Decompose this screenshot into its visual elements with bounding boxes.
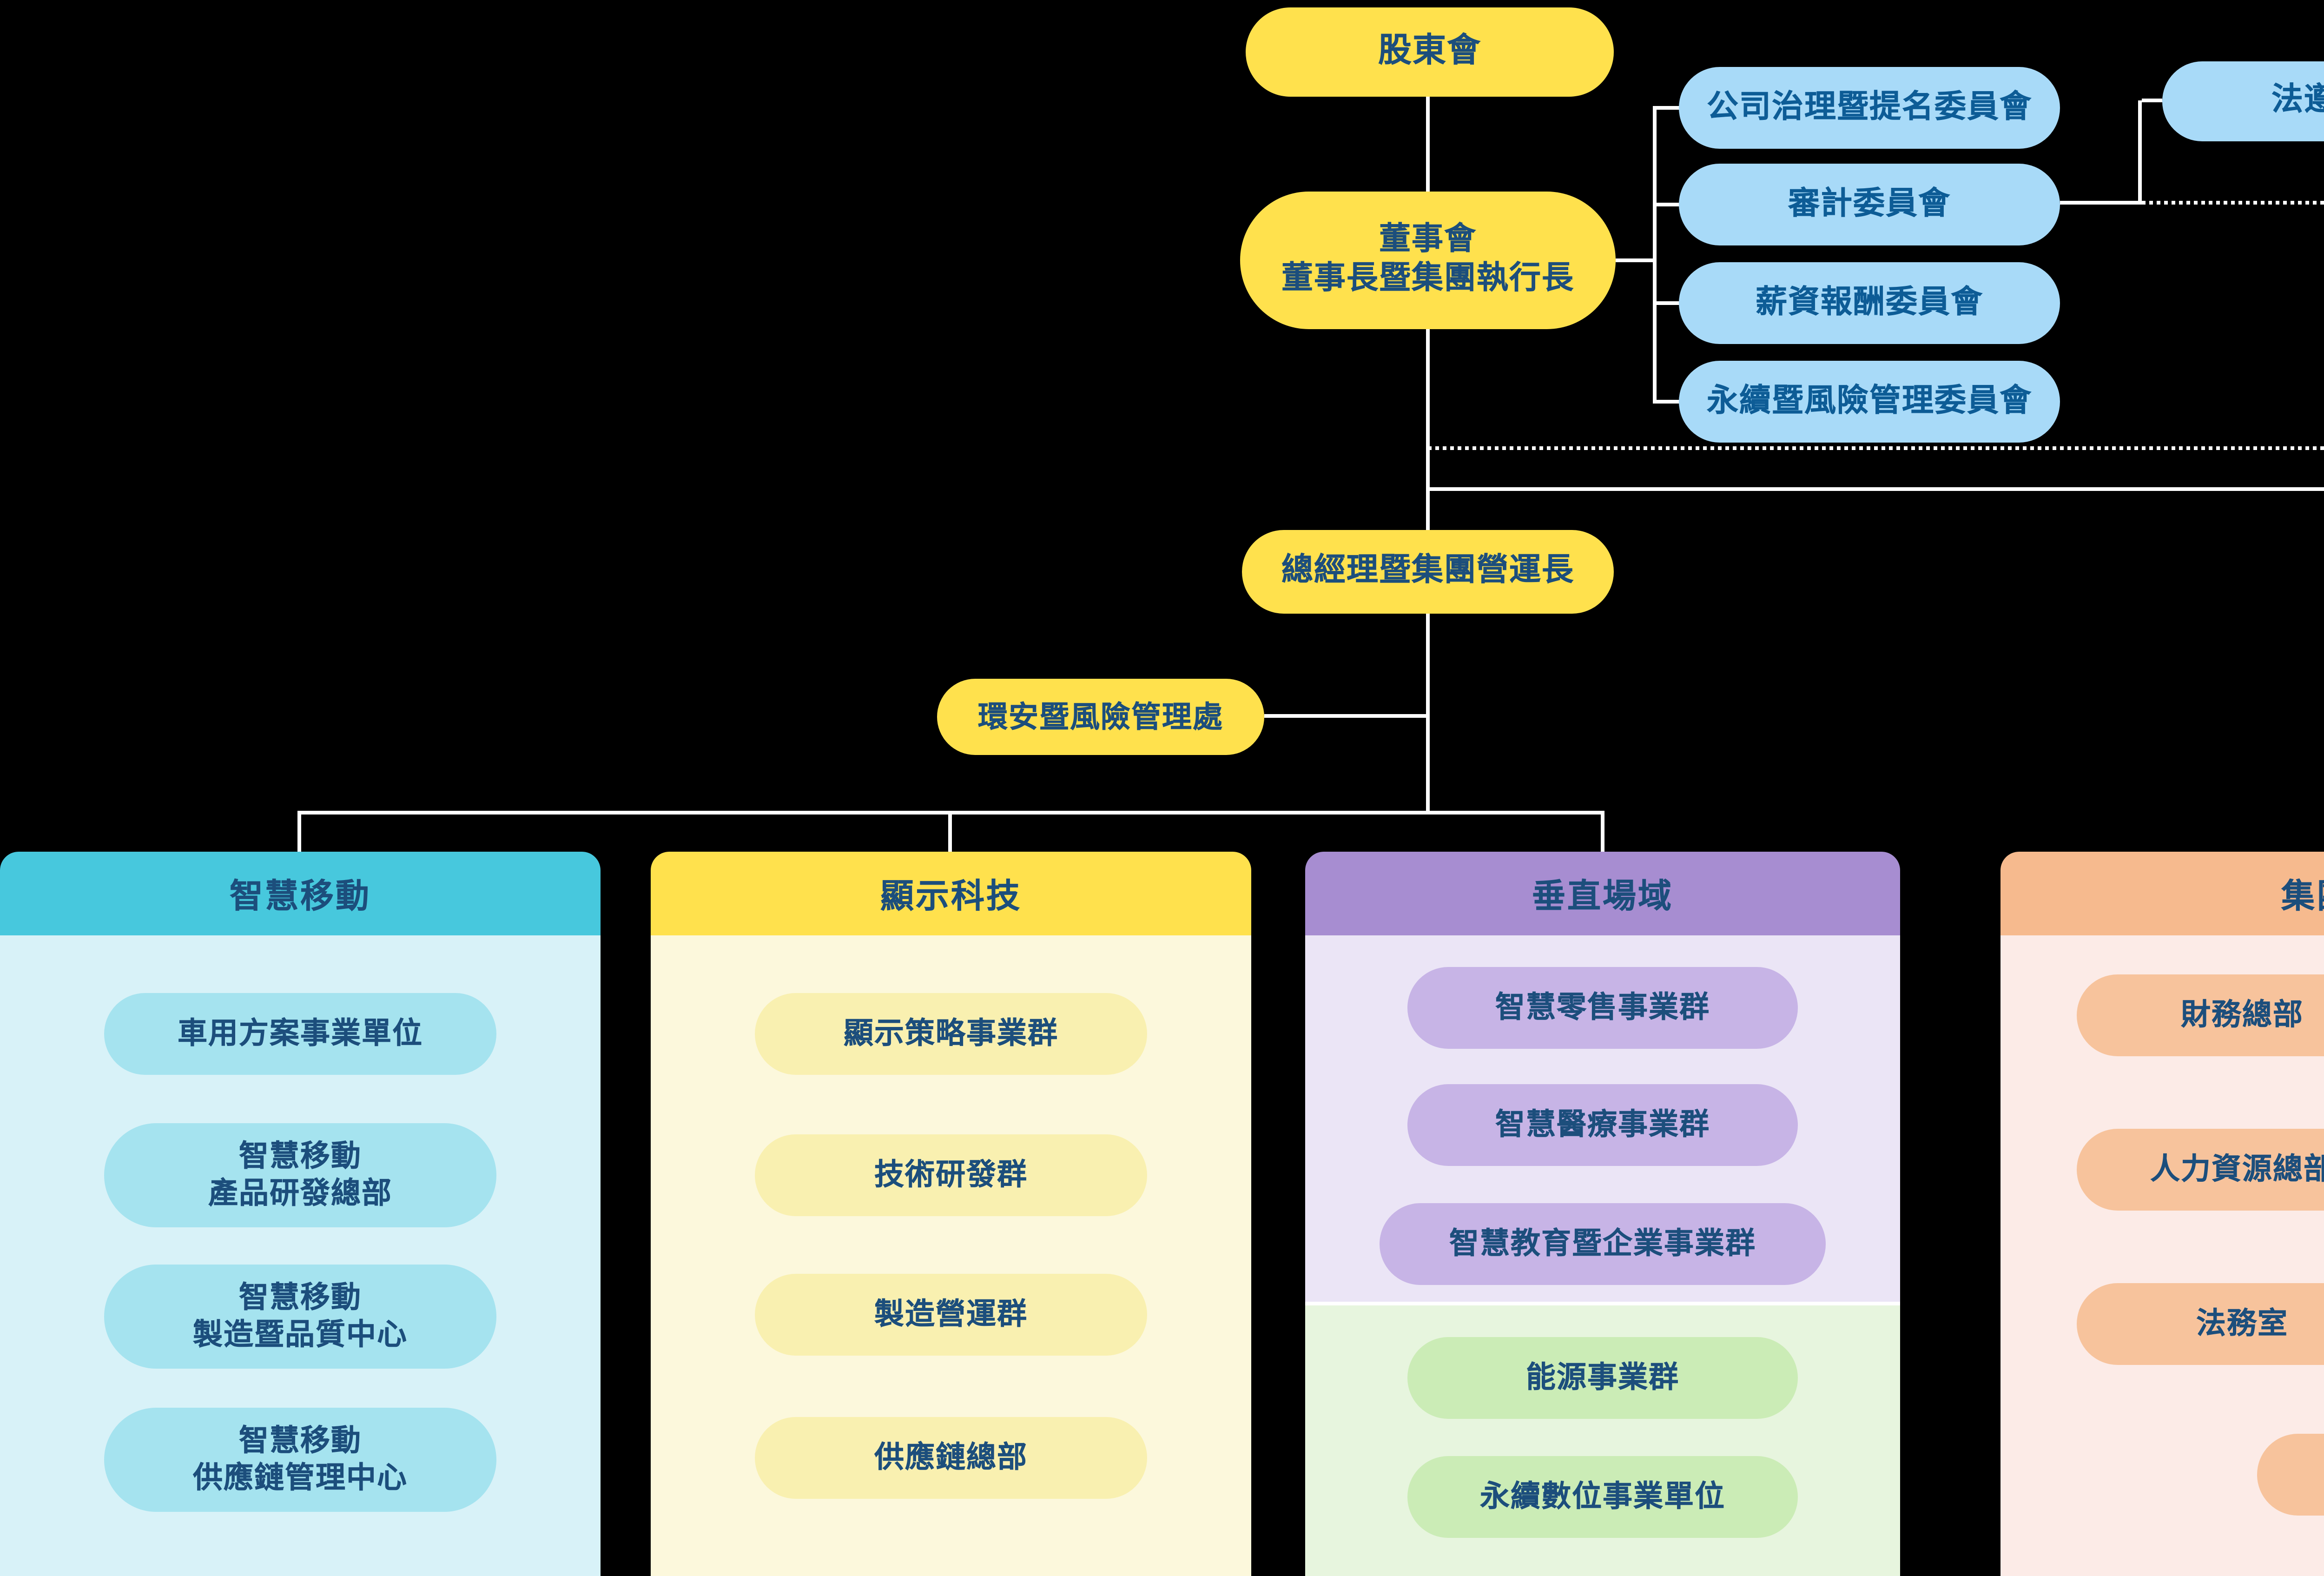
node-smart-retail-bg: 智慧零售事業群 — [1407, 967, 1798, 1049]
node-smart-education-enterprise-bg: 智慧教育暨企業事業群 — [1380, 1203, 1826, 1285]
node-label: 薪資報酬委員會 — [1756, 284, 1983, 321]
connector-line — [1653, 106, 1657, 404]
node-label: 董事會 — [1379, 222, 1477, 259]
connector-line — [1601, 811, 1604, 852]
node-label: 永續數位事業單位 — [1479, 1478, 1725, 1514]
node-label: 顯示策略事業群 — [843, 1015, 1058, 1051]
node-finance-hq: 財務總部 — [2077, 974, 2324, 1056]
column-header-group-support: 集團營運支援單位 — [2000, 852, 2324, 935]
node-chief-compliance-counsel: 法遵總顧問 — [2162, 61, 2324, 141]
connector-line — [2142, 99, 2162, 102]
node-label: 法務室 — [2196, 1305, 2288, 1341]
node-sustainable-digital-bu: 永續數位事業單位 — [1407, 1456, 1798, 1538]
node-label: 財務總部 — [2180, 997, 2304, 1033]
column-header-smart-mobility: 智慧移動 — [0, 852, 601, 935]
column-title: 集團營運支援單位 — [2281, 877, 2324, 916]
node-sm-supply-chain-center: 智慧移動 供應鏈管理中心 — [104, 1408, 496, 1512]
connector-line — [1426, 614, 1430, 814]
node-label: 公司治理暨提名委員會 — [1707, 88, 2032, 126]
connector-line — [1264, 714, 1428, 718]
connector-line — [297, 811, 301, 852]
connector-line — [1657, 400, 1681, 404]
dotted-connector-line — [2142, 201, 2324, 205]
node-label: 董事長暨集團執行長 — [1281, 260, 1574, 298]
node-label: 製造暨品質中心 — [192, 1317, 408, 1352]
node-label: 法遵總顧問 — [2271, 82, 2324, 119]
node-tech-rd-group: 技術研發群 — [755, 1134, 1147, 1216]
connector-line — [1426, 329, 1430, 530]
node-shareholders-meeting: 股東會 — [1246, 7, 1614, 97]
node-label: 總經理暨集團營運長 — [1281, 552, 1574, 590]
node-sm-mfg-quality-center: 智慧移動 製造暨品質中心 — [104, 1265, 496, 1369]
node-label: 智慧移動 — [238, 1139, 362, 1174]
node-display-strategy-bg: 顯示策略事業群 — [755, 993, 1147, 1075]
connector-line — [1657, 203, 1681, 206]
node-legal-office: 法務室 — [2077, 1283, 2324, 1365]
node-label: 產品研發總部 — [208, 1175, 392, 1211]
connector-line — [1426, 97, 1430, 192]
node-committee-sustainability-risk: 永續暨風險管理委員會 — [1679, 361, 2060, 443]
node-label: 智慧移動 — [238, 1423, 362, 1459]
column-title: 垂直場域 — [1532, 877, 1673, 916]
node-label: 環安暨風險管理處 — [977, 698, 1223, 734]
connector-line — [1428, 487, 2324, 491]
node-audit-management-office: 稽核管理處 — [2257, 1434, 2324, 1516]
column-header-vertical-domains: 垂直場域 — [1305, 852, 1900, 935]
connector-line — [948, 811, 952, 852]
node-smart-medical-bg: 智慧醫療事業群 — [1407, 1084, 1798, 1166]
connector-line — [2138, 100, 2142, 205]
connector-line — [1657, 106, 1681, 110]
node-label: 智慧零售事業群 — [1495, 989, 1710, 1025]
connector-line — [1616, 258, 1657, 262]
node-manufacturing-ops-group: 製造營運群 — [755, 1274, 1147, 1356]
node-automotive-solutions-bu: 車用方案事業單位 — [104, 993, 496, 1075]
node-label: 永續暨風險管理委員會 — [1707, 382, 2032, 420]
node-energy-bg: 能源事業群 — [1407, 1337, 1798, 1419]
node-label: 製造營運群 — [874, 1296, 1028, 1332]
dotted-connector-line — [1428, 446, 2324, 450]
node-label: 能源事業群 — [1525, 1359, 1679, 1395]
column-title: 智慧移動 — [230, 877, 371, 916]
node-ehs-risk-management-office: 環安暨風險管理處 — [937, 679, 1264, 755]
node-label: 供應鏈總部 — [874, 1439, 1028, 1475]
node-hr-hq: 人力資源總部 — [2077, 1129, 2324, 1211]
node-label: 審計委員會 — [1788, 185, 1951, 223]
node-label: 智慧醫療事業群 — [1495, 1106, 1710, 1142]
column-title: 顯示科技 — [880, 877, 1022, 916]
node-committee-governance-nomination: 公司治理暨提名委員會 — [1679, 67, 2060, 149]
node-label: 人力資源總部 — [2150, 1151, 2324, 1187]
column-header-display-technology: 顯示科技 — [651, 852, 1251, 935]
connector-line — [2060, 201, 2142, 205]
connector-line — [1657, 301, 1681, 305]
node-label: 股東會 — [1378, 32, 1481, 71]
node-label: 供應鏈管理中心 — [192, 1460, 408, 1495]
node-board-of-directors: 董事會 董事長暨集團執行長 — [1240, 192, 1616, 329]
node-label: 技術研發群 — [874, 1157, 1028, 1192]
node-label: 車用方案事業單位 — [177, 1015, 423, 1051]
node-committee-audit: 審計委員會 — [1679, 164, 2060, 245]
node-committee-compensation: 薪資報酬委員會 — [1679, 262, 2060, 344]
node-label: 智慧移動 — [238, 1280, 362, 1316]
node-sm-product-rd-hq: 智慧移動 產品研發總部 — [104, 1123, 496, 1227]
node-label: 智慧教育暨企業事業群 — [1449, 1225, 1756, 1261]
node-supply-chain-hq: 供應鏈總部 — [755, 1417, 1147, 1499]
node-president-group-coo: 總經理暨集團營運長 — [1242, 530, 1614, 614]
